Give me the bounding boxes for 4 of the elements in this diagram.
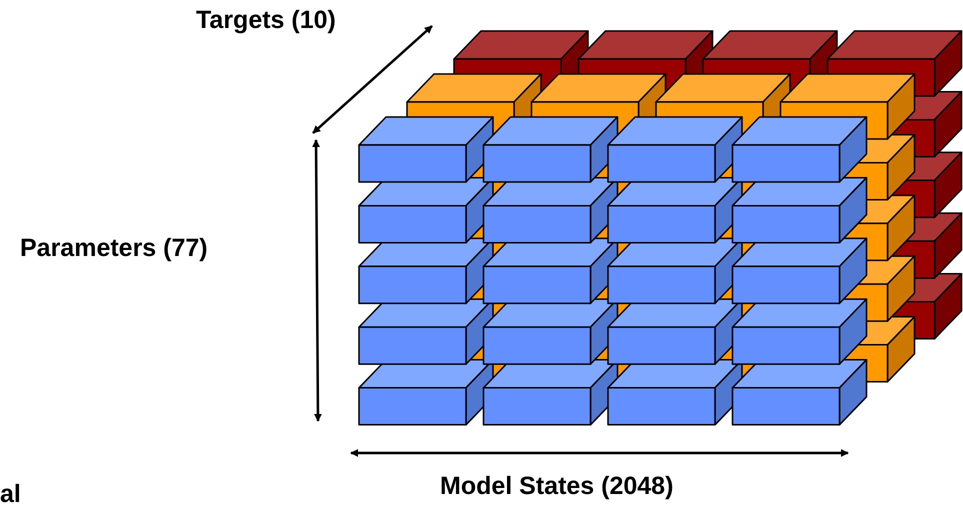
axis-label: al [0,482,21,507]
axis-label: Targets (10) [196,8,336,33]
axis-label: Parameters (77) [20,236,208,261]
axis-label: Model States (2048) [440,474,674,499]
